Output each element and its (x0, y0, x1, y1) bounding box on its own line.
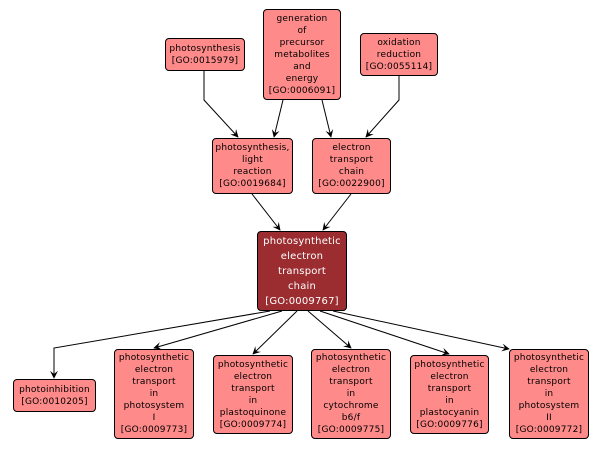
node-label-line: [GO:0009776] (416, 419, 483, 430)
node-label-line: cytochrome (323, 401, 379, 411)
edge-light-to-focus (251, 193, 281, 231)
node-photosynthetic-electron-transport-chain[interactable]: photosynthetic electron transport chain [GO:… (257, 231, 347, 311)
node-label-line: electron (233, 371, 273, 382)
node-label-line: generation (276, 13, 328, 24)
node-label-line: of (297, 25, 307, 36)
node-label-line: precursor (279, 37, 325, 48)
node-label-line: light (242, 155, 263, 165)
node-pet-photosystem-ii[interactable]: photosynthetic electron transport in photosy… (509, 349, 589, 439)
node-label-line: [GO:0009773] (120, 425, 188, 435)
edge-focus-to-psI (153, 310, 283, 350)
node-label-line: photosystem (518, 401, 580, 411)
node-label-line: transport (427, 383, 472, 394)
edge-focus-to-cyt (307, 310, 352, 349)
edge-focus-to-photoinhibition (50, 310, 271, 379)
node-label-line: [GO:0009774] (219, 419, 287, 430)
node-label-line: photosynthetic (414, 359, 485, 370)
edge-oxidation-to-etc (365, 76, 400, 138)
node-label-line: photosynthetic (263, 235, 341, 247)
node-label-line: in (445, 395, 454, 406)
node-label-line: [GO:0006091] (268, 85, 336, 96)
node-label-line: in (346, 389, 356, 399)
edge-generation-to-etc (321, 99, 334, 138)
edge-focus-to-plastocyanin (319, 310, 450, 356)
node-label-line: b6/f (341, 413, 361, 423)
node-label-line: photosynthetic (118, 353, 190, 363)
node-label-line: reaction (233, 167, 272, 177)
node-label-line: chain (287, 280, 317, 292)
node-label-line: transport (277, 265, 326, 277)
node-label-line: photosystem (123, 401, 185, 411)
node-label-line: transport (231, 383, 275, 394)
edge-generation-to-light (271, 99, 284, 138)
node-label-line: plastoquinone (219, 407, 287, 418)
node-label-line: in (544, 389, 554, 399)
node-electron-transport-chain[interactable]: electron transport chain [GO:0022900] (312, 138, 391, 194)
node-pet-photosystem-i[interactable]: photosynthetic electron transport in photosy… (114, 349, 194, 439)
node-label-line: photosynthetic (217, 359, 289, 370)
node-label-line: II (546, 413, 552, 423)
node-label-line: electron (331, 365, 371, 375)
node-label-line: photosynthesis (169, 43, 241, 54)
node-label-line: [GO:0009767] (265, 295, 339, 307)
node-label-line: energy (285, 73, 319, 84)
node-label-line: [GO:0019684] (219, 179, 286, 189)
node-label-line: and (293, 61, 311, 72)
node-label-line: photosynthetic (315, 353, 387, 363)
node-label-line: electron (134, 365, 174, 375)
node-label-line: oxidation (377, 37, 421, 48)
node-label-line: I (152, 413, 156, 423)
node-label-line: in (248, 395, 258, 406)
node-label-line: photoinhibition (19, 384, 90, 395)
node-label-line: [GO:0009772] (515, 425, 583, 435)
node-photosynthesis[interactable]: photosynthesis[GO:0015979] (165, 38, 245, 71)
node-photosynthesis-light-reaction[interactable]: photosynthesis, light reaction [GO:0019684] (212, 138, 293, 194)
node-label-line: chain (338, 167, 365, 177)
node-label-line: [GO:0015979] (171, 55, 239, 66)
node-label-line: plastocyanin (419, 407, 480, 418)
node-label-line: photosynthesis, (215, 143, 290, 153)
node-label-line: transport (527, 377, 571, 387)
node-label-line: electron (529, 365, 569, 375)
node-label-line: [GO:0010205] (21, 396, 88, 407)
edge-photosynthesis-to-light (203, 71, 239, 138)
node-label-line: photosynthetic (513, 353, 585, 363)
edge-focus-to-plastoquinone (252, 310, 298, 355)
node-label-line: transport (329, 377, 373, 387)
edge-etc-to-focus (322, 193, 352, 231)
node-label-line: reduction (376, 49, 422, 60)
node-label-line: metabolites (274, 49, 330, 60)
node-label-line: [GO:0022900] (318, 179, 385, 189)
node-label-line: [GO:0055114] (365, 61, 433, 72)
node-label-line: in (149, 389, 159, 399)
node-label-line: electron (430, 371, 469, 382)
edge-focus-to-psII (332, 310, 510, 352)
node-label-line: [GO:0009775] (317, 425, 385, 435)
node-label-line: electron (332, 143, 371, 153)
node-label-line: transport (329, 155, 374, 165)
node-label-line: transport (132, 377, 176, 387)
node-pet-cytochrome-b6f[interactable]: photosynthetic electron transport in cytochr… (311, 349, 391, 439)
node-photoinhibition[interactable]: photoinhibition[GO:0010205] (13, 379, 96, 412)
node-label-line: electron (280, 250, 324, 262)
